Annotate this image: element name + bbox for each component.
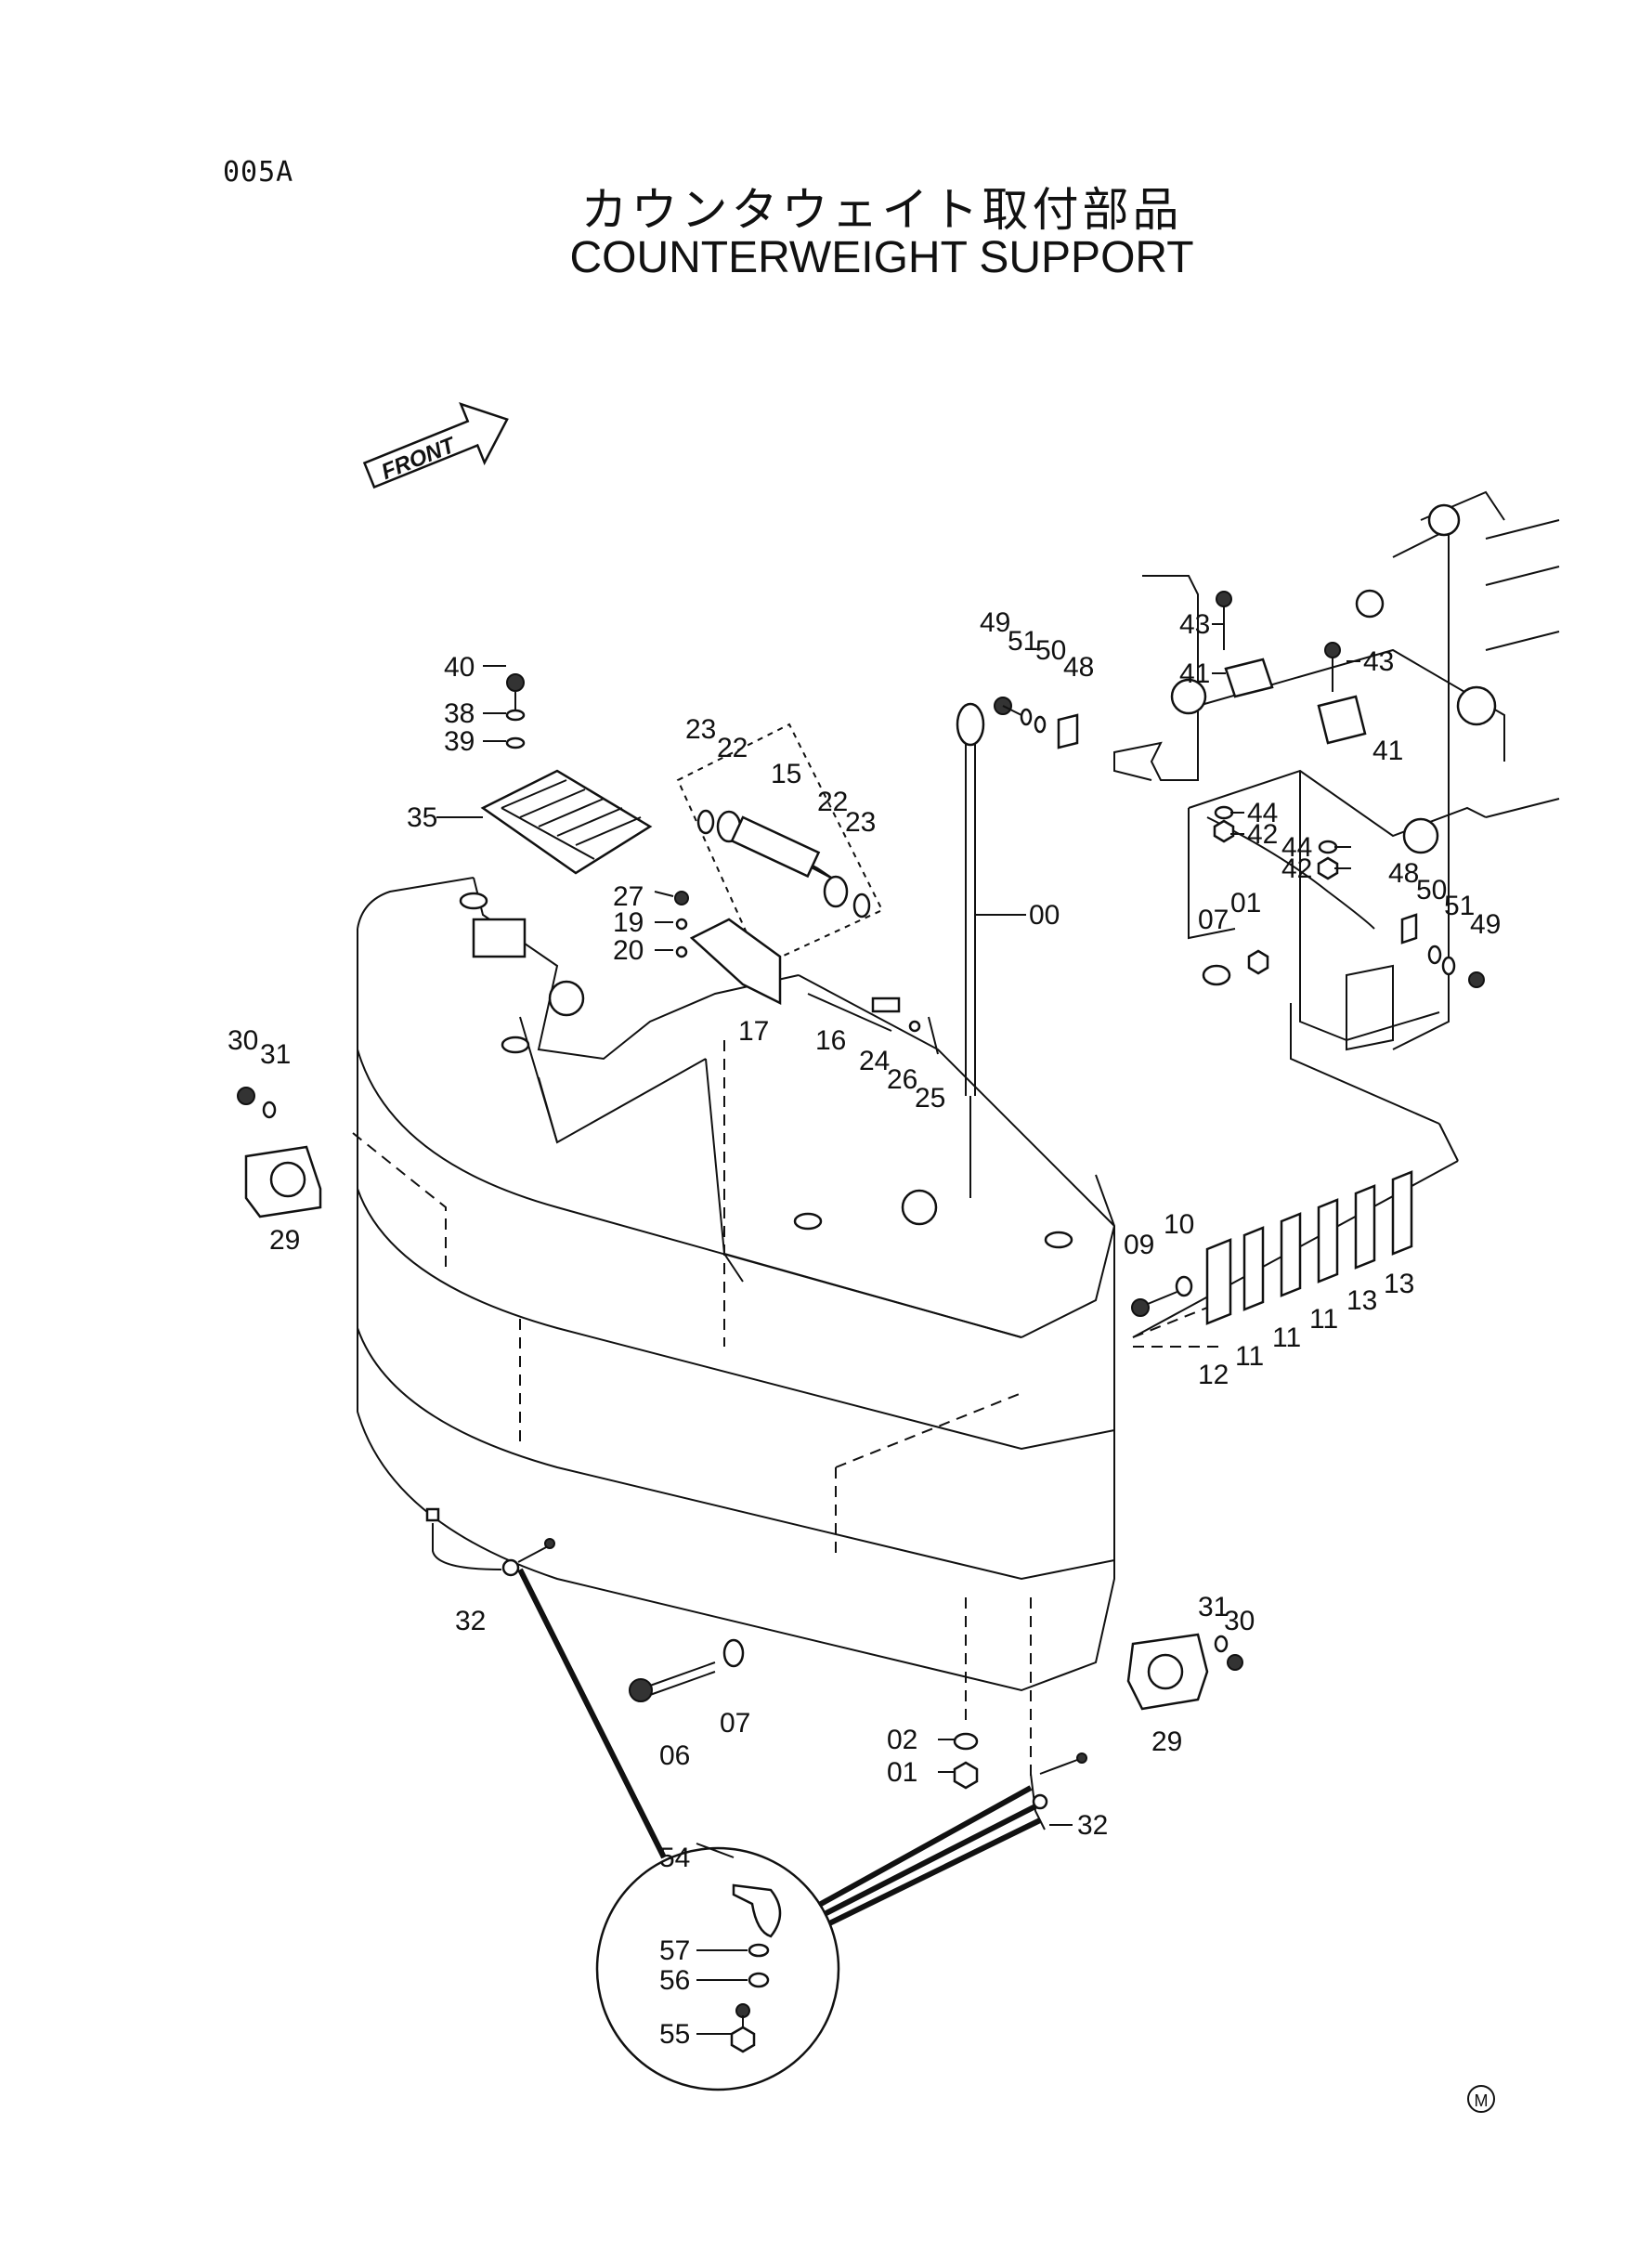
callout-32b: 32	[1077, 1810, 1108, 1841]
callout-00: 00	[1029, 900, 1060, 931]
callout-labels: 40 38 39 35 23 22 15 22 23 27 19 20 17 1…	[228, 607, 1501, 2050]
callout-01: 01	[1230, 888, 1261, 919]
page-code: 005A	[223, 156, 294, 189]
step-plate	[480, 769, 653, 875]
pin-assembly	[505, 673, 939, 1055]
callout-56: 56	[659, 1965, 690, 1996]
callout-57: 57	[659, 1935, 690, 1966]
callout-35: 35	[407, 802, 437, 833]
callout-49b: 49	[1470, 909, 1501, 940]
detail-circle	[595, 1846, 840, 2091]
callout-44: 44	[1247, 798, 1278, 828]
harness-left	[425, 1507, 555, 1577]
callout-51: 51	[1008, 626, 1038, 657]
lifting-rod	[956, 702, 985, 1198]
callout-19: 19	[613, 907, 644, 938]
callout-09: 09	[1124, 1230, 1154, 1260]
callout-51b: 51	[1444, 891, 1475, 921]
callout-07b: 07	[720, 1708, 750, 1739]
front-arrow: FRONT	[362, 402, 509, 489]
upper-frame	[994, 490, 1560, 1125]
callout-17: 17	[738, 1016, 769, 1047]
title-japanese: カウンタウェイト取付部品	[580, 183, 1183, 237]
callout-13: 13	[1346, 1285, 1377, 1316]
corner-mark: M	[1467, 2085, 1495, 2113]
callout-16: 16	[815, 1025, 846, 1056]
callout-22b: 22	[817, 787, 848, 817]
callout-31: 31	[260, 1039, 291, 1070]
callout-11b: 11	[1272, 1322, 1301, 1353]
callout-15: 15	[771, 759, 801, 789]
counterweight-body	[352, 877, 1227, 1783]
left-cover-plate	[237, 1087, 322, 1218]
callout-20: 20	[613, 935, 644, 966]
right-cover-plate	[1126, 1633, 1243, 1711]
callout-41: 41	[1179, 658, 1210, 689]
callout-55: 55	[659, 2019, 690, 2050]
callout-22: 22	[717, 733, 748, 763]
callout-43b: 43	[1363, 646, 1394, 677]
callout-07: 07	[1198, 905, 1229, 935]
callout-50: 50	[1035, 635, 1066, 666]
callout-27: 27	[613, 881, 644, 912]
callout-49: 49	[980, 607, 1010, 638]
callout-11c: 11	[1309, 1304, 1338, 1335]
callout-30b: 30	[1224, 1606, 1255, 1636]
callout-13b: 13	[1384, 1269, 1414, 1299]
callout-31b: 31	[1198, 1592, 1229, 1622]
leader-lines	[436, 623, 1360, 2035]
callout-26: 26	[887, 1064, 917, 1095]
callout-29: 29	[269, 1225, 300, 1256]
callout-30: 30	[228, 1025, 258, 1056]
callout-42b: 42	[1281, 853, 1312, 884]
callout-29b: 29	[1151, 1726, 1182, 1757]
callout-38: 38	[444, 698, 475, 729]
detail-pointers	[517, 1568, 1042, 1930]
lower-mounting-hardware	[629, 1638, 979, 1790]
callout-50b: 50	[1416, 875, 1447, 905]
callout-24: 24	[859, 1046, 890, 1076]
callout-23b: 23	[845, 807, 876, 838]
callout-48b: 48	[1388, 858, 1419, 889]
title-english: COUNTERWEIGHT SUPPORT	[569, 233, 1194, 282]
callout-44b: 44	[1281, 832, 1312, 863]
callout-23: 23	[685, 714, 716, 745]
shim-stack	[1131, 1123, 1459, 1338]
callout-12: 12	[1198, 1360, 1229, 1390]
callout-06: 06	[659, 1740, 690, 1771]
callout-01b: 01	[887, 1757, 917, 1788]
callout-11: 11	[1235, 1341, 1264, 1372]
corner-mark-letter: M	[1475, 2091, 1489, 2110]
callout-43: 43	[1179, 609, 1210, 640]
callout-48: 48	[1063, 652, 1094, 683]
callout-25: 25	[915, 1083, 945, 1114]
callout-10: 10	[1164, 1209, 1194, 1240]
callout-41b: 41	[1372, 736, 1403, 766]
callout-39: 39	[444, 726, 475, 757]
callout-32: 32	[455, 1606, 486, 1636]
callout-42: 42	[1247, 819, 1278, 850]
harness-right	[1030, 1752, 1087, 1831]
callout-02: 02	[887, 1725, 917, 1755]
callout-54: 54	[659, 1843, 690, 1873]
callout-40: 40	[444, 652, 475, 683]
